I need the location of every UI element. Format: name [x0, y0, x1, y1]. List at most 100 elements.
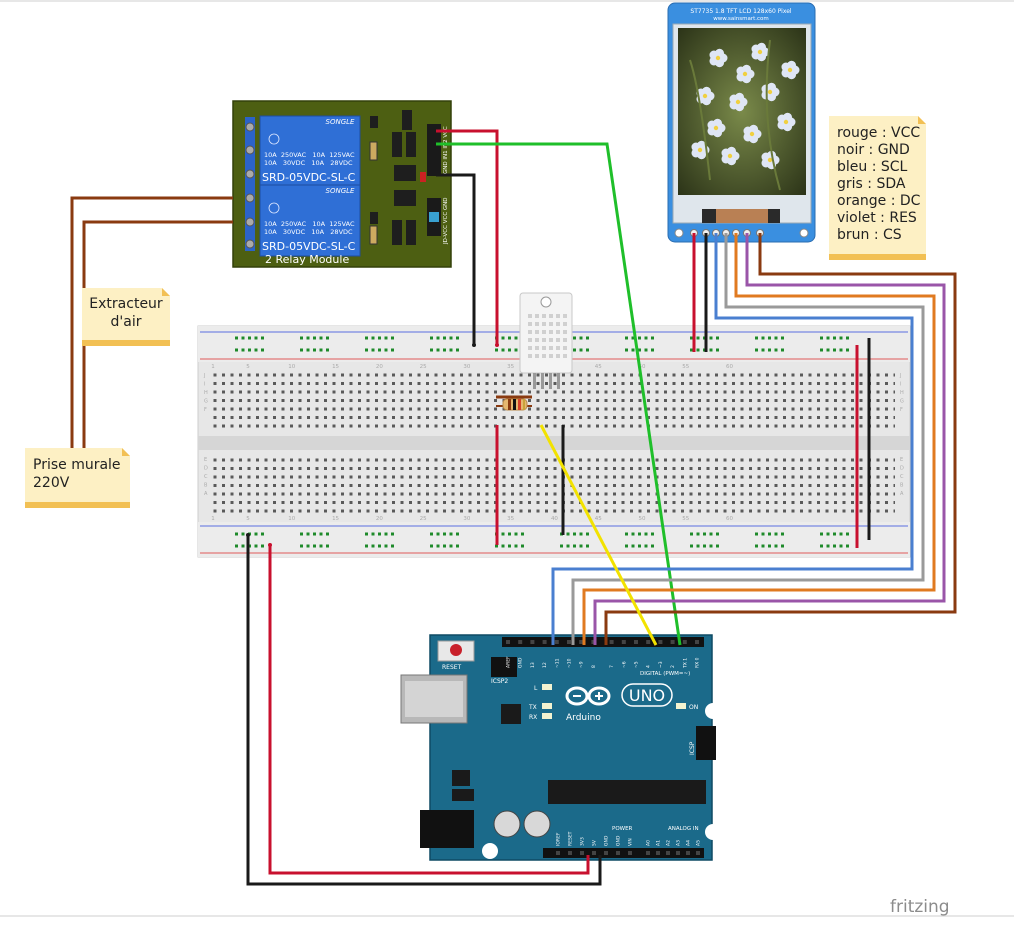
relay-1-ratings-1: 10A 250VAC 10A 125VAC	[264, 151, 355, 159]
digital-pin-label: ~11	[554, 658, 560, 668]
tft-lcd: ST7735 1.8 TFT LCD 128x60 Pixel www.sain…	[667, 2, 816, 243]
analog-pin-label: A5	[696, 840, 702, 846]
col-number-bottom: 25	[420, 516, 427, 522]
fritzing-watermark: fritzing	[890, 897, 950, 917]
power-pin-label: RESET	[568, 831, 574, 846]
row-letter-right: J	[899, 373, 901, 379]
col-number-top: 25	[420, 364, 427, 370]
note-extracteur: Extracteur d'air	[82, 288, 170, 346]
row-letter-left: H	[204, 390, 208, 396]
digital-pin-label: ~5	[634, 661, 640, 668]
power-pin-label: 3V3	[580, 837, 586, 846]
col-number-bottom: 60	[726, 516, 733, 522]
digital-pin-label: 2	[670, 665, 676, 668]
digital-pin-label: GND	[518, 657, 524, 668]
arduino-hole-3	[482, 843, 498, 859]
relay-1-ratings-2: 10A 30VDC 10A 28VDC	[264, 159, 353, 167]
led-rx-label: RX	[529, 714, 537, 721]
row-letter-right: G	[900, 399, 904, 405]
relay-1-model: SRD-05VDC-SL-C	[262, 171, 356, 184]
col-number-top: 15	[332, 364, 339, 370]
digital-pin-label: 12	[542, 662, 548, 668]
digital-pin-label: TX 1	[682, 658, 688, 669]
arduino-uno: RESET ICSP2 L TX RX ON UNO Arduino DIGIT…	[400, 616, 721, 861]
digital-pin-label: ~10	[567, 658, 573, 668]
uno-badge	[621, 683, 673, 707]
wire-lcd-dc	[582, 233, 936, 645]
reset-label: RESET	[442, 664, 462, 671]
col-number-bottom: 55	[682, 516, 689, 522]
col-number-top: 50	[638, 364, 645, 370]
dc-power-jack	[420, 810, 474, 848]
power-header	[543, 848, 659, 858]
analog-pin-label: A0	[646, 840, 652, 846]
power-pin-label: 5V	[592, 839, 598, 846]
digital-pin-label: ~9	[579, 661, 585, 668]
col-number-bottom: 30	[463, 516, 470, 522]
digital-pin-label: RX 0	[695, 657, 701, 668]
note-prise-line1: Prise murale	[33, 457, 121, 473]
row-letter-right: H	[900, 390, 904, 396]
digital-label: DIGITAL (PWM=~)	[640, 671, 690, 677]
relay-input-header	[427, 124, 441, 176]
wire-relay-vcc	[436, 129, 499, 345]
row-letter-right: B	[900, 483, 904, 489]
analog-pin-label: A4	[686, 840, 692, 846]
note-prise-line2: 220V	[33, 475, 70, 491]
arduino-brand: Arduino	[566, 713, 601, 723]
col-number-top: 5	[246, 364, 250, 370]
power-pin-label: VIN	[628, 838, 634, 846]
relay-2-brand: SONGLE	[326, 187, 356, 195]
wire-arduino-5v	[268, 545, 590, 875]
relay-module: SONGLE SONGLE 10A 250VAC 10A 125VAC 10A …	[232, 100, 452, 268]
digital-pin-label: 4	[646, 665, 652, 668]
row-letter-left: A	[204, 491, 208, 497]
digital-pin-label: ~3	[658, 661, 664, 668]
icsp-label: ICSP	[689, 741, 696, 755]
row-letter-right: E	[900, 457, 903, 463]
col-number-bottom: 50	[638, 516, 645, 522]
digital-pin-label: AREF	[506, 656, 512, 668]
legend-line: violet : RES	[837, 210, 917, 226]
icsp2-header	[491, 657, 517, 677]
wire-lcd-scl	[551, 233, 914, 645]
forget-me-not-flowers	[689, 39, 800, 191]
col-number-top: 55	[682, 364, 689, 370]
analog-header	[642, 848, 704, 858]
wire-arduino-gnd	[246, 535, 602, 886]
lcd-screen-image	[678, 28, 806, 195]
col-number-top: 10	[288, 364, 295, 370]
relay-caption: 2 Relay Module	[265, 253, 349, 266]
col-number-top: 30	[463, 364, 470, 370]
dht-sensor	[519, 292, 573, 389]
col-number-top: 20	[376, 364, 383, 370]
analog-pin-label: A1	[656, 840, 662, 846]
power-pin-label: GND	[604, 835, 610, 846]
relay-2-ratings-2: 10A 30VDC 10A 28VDC	[264, 228, 353, 236]
relay-pins-top-label: GND IN1 IN2 VCC	[443, 126, 449, 174]
atmega-chip	[548, 780, 706, 804]
row-letter-left: G	[204, 399, 208, 405]
relay-1-cert-icon	[268, 133, 280, 145]
arduino-hole-1	[705, 703, 721, 719]
row-letter-left: C	[204, 474, 208, 480]
note-prise: Prise murale 220V	[25, 448, 130, 508]
analog-pin-label: A2	[666, 840, 672, 846]
col-number-bottom: 5	[246, 516, 250, 522]
wire-lcd-cs	[604, 233, 957, 645]
relay-2-model: SRD-05VDC-SL-C	[262, 240, 356, 253]
col-number-top: 1	[211, 364, 215, 370]
arduino-hole-2	[705, 824, 721, 840]
wire-relay-gnd	[436, 173, 476, 345]
resistor	[496, 395, 532, 411]
arduino-logo	[565, 686, 611, 706]
col-number-bottom: 40	[551, 516, 558, 522]
lcd-mount-hole-right	[799, 228, 809, 238]
analog-label: ANALOG IN	[668, 826, 699, 832]
row-letter-right: C	[900, 474, 904, 480]
digital-pin-label: 13	[530, 662, 536, 668]
relay-2-ratings-1: 10A 250VAC 10A 125VAC	[264, 220, 355, 228]
col-number-bottom: 10	[288, 516, 295, 522]
relay-1-brand: SONGLE	[326, 118, 356, 126]
